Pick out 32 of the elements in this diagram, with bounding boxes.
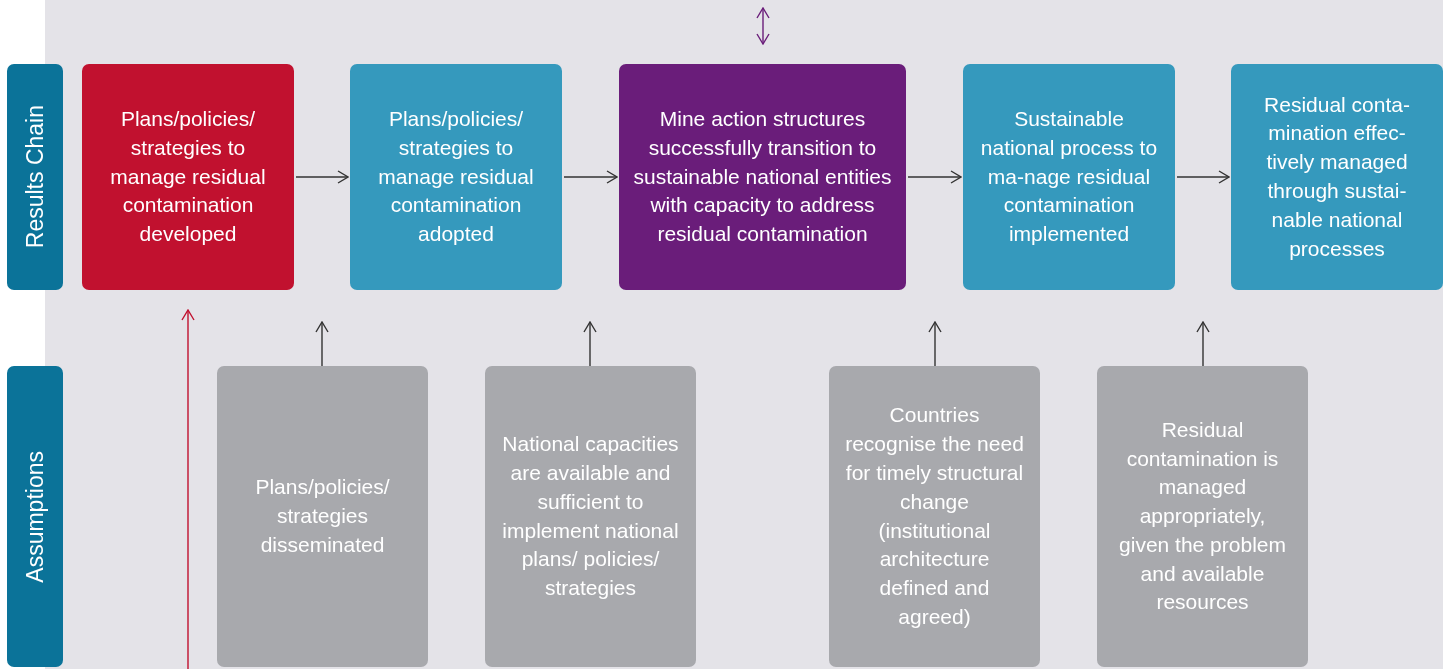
arrow — [181, 309, 195, 669]
result-box — [963, 64, 1175, 290]
box-text: Mine action structures successfully transition to sustainable national entities with capacity to address residual contamination — [633, 106, 892, 248]
assumption-box — [217, 366, 428, 667]
box-text: Residual conta-mination effec-tively managed through sustai-nable national processes — [1263, 91, 1411, 262]
arrow — [1176, 170, 1230, 184]
box-text: Plans/policies/ strategies to manage residual contamination adopted — [377, 106, 535, 248]
result-box — [82, 64, 294, 290]
assumption-box — [485, 366, 696, 667]
result-box — [619, 64, 906, 290]
box-text: Plans/policies/ strategies disseminated — [254, 474, 391, 558]
assumption-box — [829, 366, 1040, 667]
row-header: Results Chain — [21, 105, 49, 249]
arrow — [583, 321, 597, 367]
box-text: Countries recognise the need for timely structural change (institutional architecture defined and agreed) — [845, 402, 1024, 630]
row-header-band — [7, 366, 63, 667]
arrow — [928, 321, 942, 367]
row-header: Assumptions — [21, 450, 49, 583]
arrow — [315, 321, 329, 367]
row-header-band — [7, 64, 63, 290]
assumption-box — [1097, 366, 1308, 667]
result-box — [1231, 64, 1443, 290]
arrow — [295, 170, 349, 184]
arrow — [563, 170, 618, 184]
box-text: National capacities are available and sufficient to implement national plans/ policies/ strategies — [501, 431, 680, 602]
arrow — [1196, 321, 1210, 367]
arrow — [756, 7, 770, 45]
arrow — [907, 170, 962, 184]
box-text: Residual contamination is managed appropriately, given the problem and available resources — [1118, 416, 1287, 616]
result-box — [350, 64, 562, 290]
box-text: Sustainable national process to ma-nage residual contamination implemented — [979, 106, 1159, 248]
box-text: Plans/policies/ strategies to manage residual contamination developed — [109, 106, 267, 248]
